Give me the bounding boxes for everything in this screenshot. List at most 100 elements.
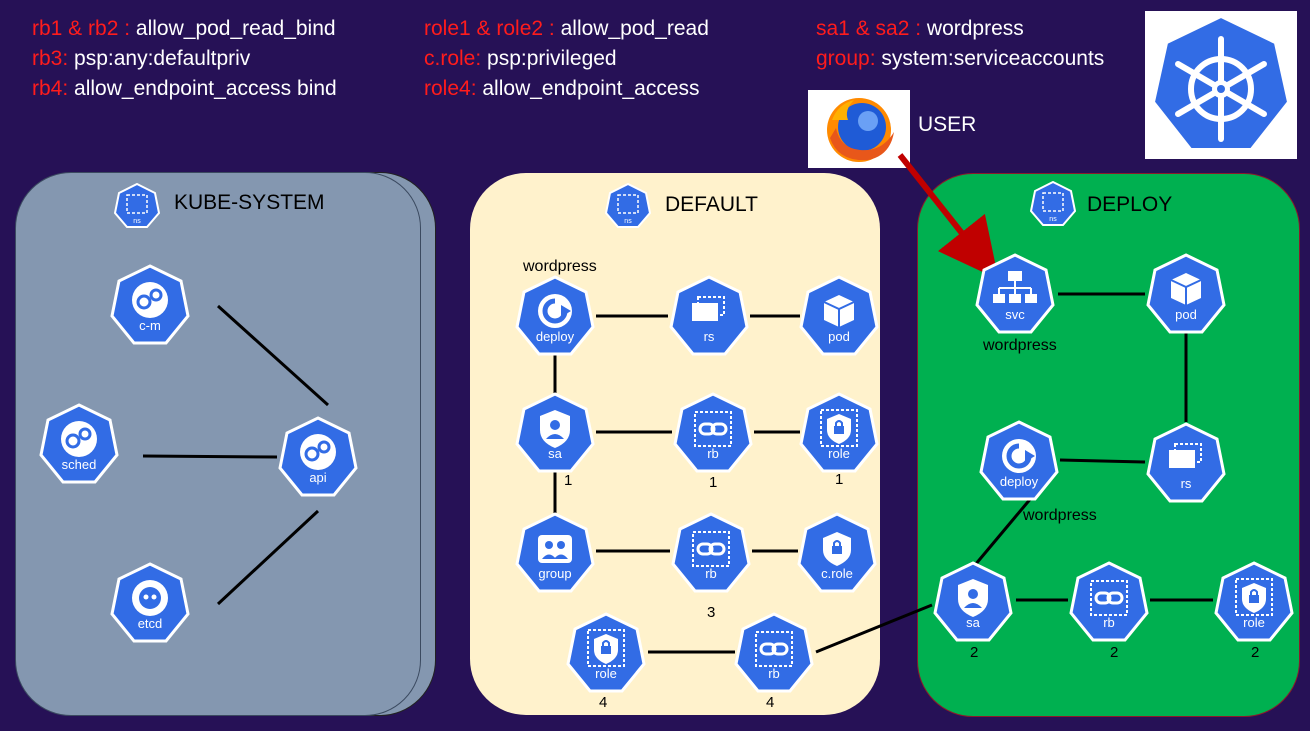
legend-entry: rb3: psp:any:defaultpriv <box>32 47 251 70</box>
cube-icon <box>1146 253 1226 334</box>
role-node: role <box>565 612 647 694</box>
edge-deploy-rs2 <box>1059 458 1146 464</box>
legend-entry: role4: allow_endpoint_access <box>424 77 700 100</box>
node-label: role <box>828 446 850 461</box>
controller-manager-node: c-m <box>109 264 191 346</box>
user-arrow <box>897 153 999 280</box>
deploy-icon <box>515 275 595 356</box>
rb-number: 2 <box>1110 644 1119 661</box>
replicaset-node: rs <box>1145 422 1227 504</box>
user-label: USER <box>918 113 977 136</box>
legend-column-1: rb1 & rb2 : allow_pod_read_bind rb3: psp… <box>32 14 337 104</box>
edge-deploy-sa2 <box>973 496 1034 566</box>
node-label: rb <box>768 666 780 681</box>
node-label: rb <box>705 566 717 581</box>
lock-shield-icon <box>799 392 879 473</box>
legend-column-3: sa1 & sa2 : wordpress group: system:serv… <box>816 14 1104 74</box>
api-server-node: api <box>277 416 359 498</box>
gears-icon <box>278 416 358 497</box>
node-label: sa <box>548 446 562 461</box>
node-label: rb <box>1103 615 1115 630</box>
node-label: c-m <box>139 318 161 333</box>
legend-column-2: role1 & role2 : allow_pod_read c.role: p… <box>424 14 709 104</box>
legend-entry: group: system:serviceaccounts <box>816 47 1105 70</box>
replicaset-icon <box>669 275 749 356</box>
sa-number: 2 <box>970 644 979 661</box>
rolebinding-node: rb <box>672 392 754 474</box>
node-label: role <box>595 666 617 681</box>
replicaset-icon <box>1146 422 1226 503</box>
node-label: etcd <box>137 616 163 631</box>
edge-etcd-api <box>216 509 320 606</box>
role-node: role <box>798 392 880 474</box>
node-label: sched <box>61 457 97 472</box>
deploy-icon <box>979 420 1059 501</box>
etcd-icon <box>110 562 190 643</box>
node-label: c.role <box>821 566 853 581</box>
lock-shield-icon <box>797 512 877 593</box>
deploy-caption: wordpress <box>1023 507 1097 524</box>
rb-number: 3 <box>707 604 716 621</box>
pod-node: pod <box>798 275 880 357</box>
gears-icon <box>110 264 190 345</box>
legend-entry: rb1 & rb2 : allow_pod_read_bind <box>32 17 336 40</box>
node-label: rb <box>707 446 719 461</box>
node-label: rs <box>703 329 715 344</box>
node-label: sa <box>966 615 980 630</box>
deploy-title: DEPLOY <box>1087 193 1173 216</box>
svg-text:ns: ns <box>1049 216 1057 223</box>
node-label: deploy <box>999 474 1039 489</box>
group-node: group <box>514 512 596 594</box>
etcd-node: etcd <box>109 562 191 644</box>
service-icon <box>975 253 1055 334</box>
service-caption: wordpress <box>983 337 1057 354</box>
shield-user-icon <box>933 561 1013 642</box>
rb-number: 1 <box>709 474 718 491</box>
edge-sched-api <box>142 454 278 459</box>
sa-number: 1 <box>564 472 573 489</box>
node-label: rs <box>1180 476 1192 491</box>
role-node: role <box>1213 561 1295 643</box>
gears-icon <box>39 403 119 484</box>
legend-entry: rb4: allow_endpoint_access bind <box>32 77 337 100</box>
edge-cm-api <box>216 304 330 407</box>
node-label: role <box>1243 615 1265 630</box>
link-icon <box>671 512 751 593</box>
legend-entry: c.role: psp:privileged <box>424 47 617 70</box>
node-label: deploy <box>535 329 575 344</box>
pod-node: pod <box>1145 253 1227 335</box>
rolebinding-node: rb <box>733 612 815 694</box>
deploy-node: deploy <box>514 275 596 357</box>
group-icon <box>515 512 595 593</box>
node-label: group <box>538 566 572 581</box>
ns-icon: ns <box>1029 180 1077 232</box>
lock-shield-icon <box>566 612 646 693</box>
node-label: pod <box>828 329 850 344</box>
rolebinding-node: rb <box>670 512 752 594</box>
clusterrole-node: c.role <box>796 512 878 594</box>
link-icon <box>734 612 814 693</box>
kube-system-title: KUBE-SYSTEM <box>174 191 325 214</box>
rolebinding-node: rb <box>1068 561 1150 643</box>
node-label: pod <box>1175 307 1197 322</box>
default-title: DEFAULT <box>665 193 758 216</box>
deploy-caption: wordpress <box>523 258 597 275</box>
link-icon <box>1069 561 1149 642</box>
serviceaccount-node: sa <box>514 392 596 474</box>
kubernetes-logo <box>1145 11 1297 159</box>
serviceaccount-node: sa <box>932 561 1014 643</box>
helm-wheel-icon <box>1152 15 1290 150</box>
legend-entry: sa1 & sa2 : wordpress <box>816 17 1024 40</box>
rb-number: 4 <box>766 694 775 711</box>
user-browser <box>808 90 910 168</box>
firefox-icon <box>827 98 894 162</box>
svg-text:ns: ns <box>624 218 632 225</box>
ns-icon: ns <box>113 182 161 234</box>
replicaset-node: rs <box>668 275 750 357</box>
ns-icon: ns <box>604 182 652 234</box>
svg-text:ns: ns <box>133 218 141 225</box>
role-number: 1 <box>835 471 844 488</box>
shield-user-icon <box>515 392 595 473</box>
edge-rb4-sa2 <box>815 603 933 654</box>
